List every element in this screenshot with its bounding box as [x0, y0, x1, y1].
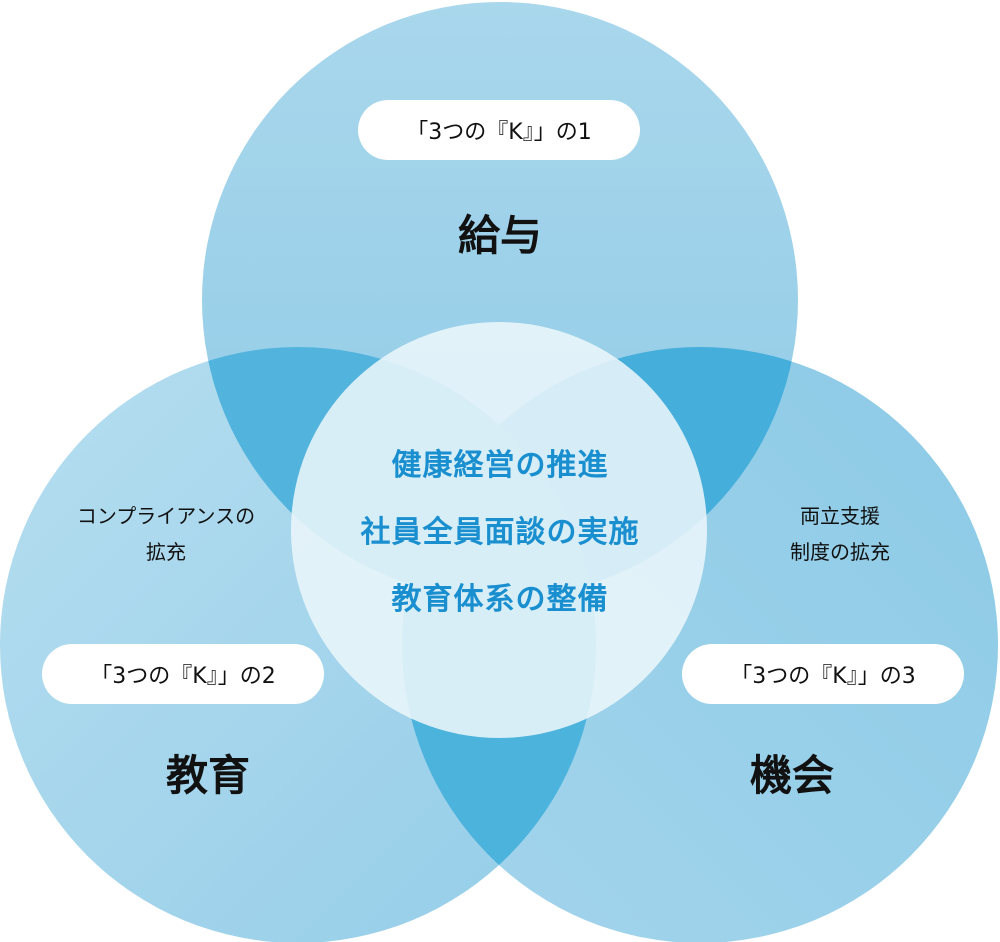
right-circle-note-line2: 制度の拡充 — [790, 540, 890, 564]
left-circle-badge-text: 「3つの『K』」の2 — [90, 664, 276, 689]
left-circle-title: 教育 — [165, 751, 251, 800]
top-circle-badge-text: 「3つの『K』」の1 — [406, 120, 592, 145]
left-circle-note-line1: コンプライアンスの — [76, 504, 256, 528]
top-circle-badge: 「3つの『K』」の1 — [358, 100, 640, 160]
right-circle-badge: 「3つの『K』」の3 — [682, 644, 964, 704]
right-circle-note: 両立支援 制度の拡充 — [790, 498, 890, 570]
center-item-1: 健康経営の推進 — [391, 448, 609, 483]
left-circle-badge: 「3つの『K』」の2 — [42, 644, 324, 704]
left-circle-note-line2: 拡充 — [145, 540, 186, 564]
right-circle-title: 機会 — [749, 751, 835, 800]
center-disc — [291, 322, 707, 738]
left-circle-note: コンプライアンスの 拡充 — [77, 498, 255, 570]
center-item-3: 教育体系の整備 — [391, 582, 609, 617]
center-item-2: 社員全員面談の実施 — [360, 515, 640, 550]
right-circle-note-line1: 両立支援 — [800, 504, 880, 528]
top-circle-title: 給与 — [457, 211, 543, 260]
right-circle-badge-text: 「3つの『K』」の3 — [730, 664, 916, 689]
